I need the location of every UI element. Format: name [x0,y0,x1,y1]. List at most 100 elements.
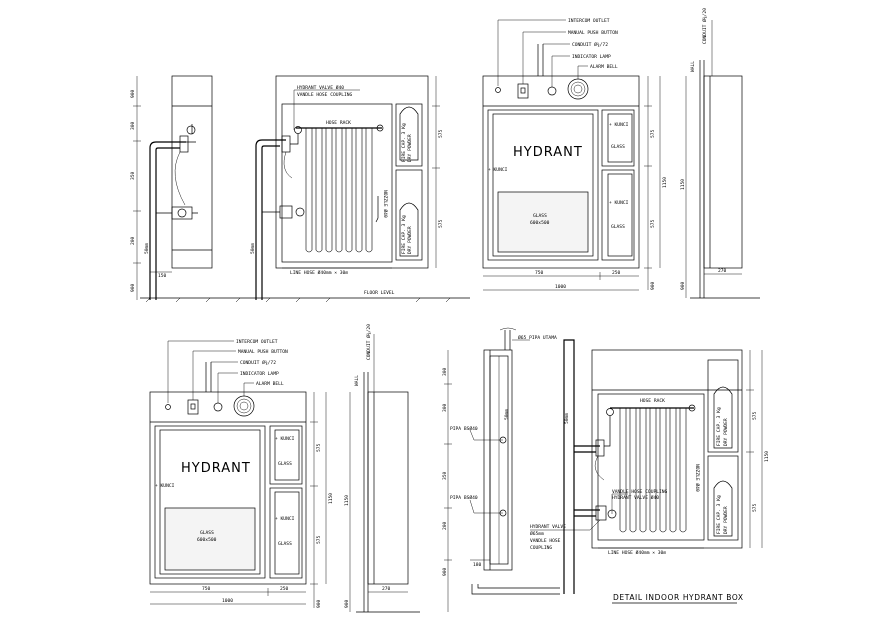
dim-label: 300 [442,367,448,376]
dim-label: 575 [650,129,656,138]
conduit-vert-label: CONDUIT Ø¾/20 [365,324,372,360]
push-button-icon [187,399,199,415]
glass-label: GLASS [611,144,625,150]
dry-powder-label: DRY POWDER [407,134,413,162]
dim-label: 350 [130,171,136,180]
line-hose-label: LINE HOSE Ø40mm × 30m [290,269,348,276]
intercom-label: INTERCOM OUTLET [236,339,278,345]
glass-label: GLASS [611,224,625,230]
wall-label: WALL [690,61,696,72]
hydrant-title: HYDRANT [181,461,251,476]
intercom-icon [495,87,501,93]
dim-label: 575 [438,219,444,228]
dim-label: 575 [316,535,322,544]
vandle-hose-label: VANDLE HOSE [530,538,561,544]
pipa-label: PIPA BSØ40 [450,425,478,432]
glass-label: GLASS [278,461,292,467]
pipe-riser-detail: PIPA BSØ40 PIPA BSØ40 Ø65 PIPA UTAMA 50m… [442,327,560,612]
front-elevation-top: HYDRANT + KUNCI GLASS 600x500 + KUNCI GL… [482,18,668,291]
conduit-label: CONDUIT Ø¾/72 [240,359,276,366]
dim-label: 575 [752,411,758,420]
floor-level-label: FLOOR LEVEL [364,290,395,296]
dim-label: 270 [382,586,391,592]
glass-label: GLASS [278,541,292,547]
dim-label: 900 [650,281,656,290]
lamp-label: INDICATOR LAMP [572,54,611,60]
dim-label: 1150 [328,493,334,504]
diameter-label: Ø65mm [530,530,544,537]
kunci-label: + KUNCI [609,122,629,128]
nozzle-label: NOZZLE Ø40 [382,190,389,218]
alarm-label: ALARM BELL [590,64,618,70]
hydrant-valve-label: HYDRANT VALVE Ø40 [612,494,659,501]
coupling-label: COUPLING [530,545,552,551]
dim-label: 900 [344,599,350,608]
dim-label: 50mm [504,409,510,420]
kunci-label: + KUNCI [488,167,508,173]
dim-label: 1150 [344,495,350,506]
glass-label: GLASS [533,213,547,219]
hydrant-title: HYDRANT [513,145,583,160]
dim-label: 50mm [564,413,570,424]
dim-label: 250 [612,270,621,276]
fire-cap-label: FIRE CAP. 3 Kg [401,215,407,254]
wall-section-top: CONDUIT Ø¾/20 WALL 1150 900 270 [680,8,760,299]
dim-label: 575 [316,443,322,452]
fire-cap-label: FIRE CAP. 3 Kg [716,495,722,534]
dim-label: 575 [650,219,656,228]
kunci-label: + KUNCI [155,483,175,489]
dim-label: 900 [316,599,322,608]
hose-rack-label: HOSE RACK [640,398,665,404]
kunci-label: + KUNCI [609,200,629,206]
hydrant-valve-label: HYDRANT VALVE [530,524,566,530]
nozzle-label: NOZZLE Ø40 [694,464,701,492]
front-elevation-bottom: HYDRANT + KUNCI GLASS 600x500 + KUNCI GL… [149,339,334,608]
dim-label: 300 [442,403,448,412]
dim-label: 270 [718,268,727,274]
intercom-icon [165,404,171,410]
glass-size-label: 600x500 [197,537,217,543]
conduit-label: CONDUIT Ø¾/72 [572,41,608,48]
fire-cap-label: FIRE CAP. 3 Kg [716,407,722,446]
dim-label: 1150 [680,179,686,190]
dry-powder-label: DRY POWDER [407,226,413,254]
main-pipe-label: Ø65 PIPA UTAMA [518,334,557,341]
dim-chain-view-1: 900 300 350 200 900 50mm 150 [130,76,172,300]
dry-powder-label: DRY POWDER [723,418,729,446]
kunci-label: + KUNCI [275,436,295,442]
fire-cap-label: FIRE CAP. 3 Kg [401,123,407,162]
dim-label: 50mm [144,243,150,254]
pipa-label: PIPA BSØ40 [450,494,478,501]
dim-label: 900 [680,281,686,290]
dim-label: 200 [442,521,448,530]
dim-label: 350 [442,471,448,480]
dim-label: 900 [130,283,136,292]
vandle-hose-label: VANDLE HOSE COUPLING [612,489,668,495]
push-button-icon [517,83,529,99]
hose-rack-view-bottom: FIRE CAP. 3 Kg DRY POWDER FIRE CAP. 3 Kg… [530,339,770,594]
dim-label: 1150 [662,177,668,188]
dim-label: 575 [438,129,444,138]
vandle-hose-label: VANDLE HOSE COUPLING [297,92,353,98]
push-button-label: MANUAL PUSH BUTTON [568,30,618,36]
kunci-label: + KUNCI [275,516,295,522]
dim-label: 750 [202,586,211,592]
drawing-title: DETAIL INDOOR HYDRANT BOX [612,593,744,604]
dim-label: 900 [130,89,136,98]
line-hose-label: LINE HOSE Ø40mm × 30m [608,549,666,556]
lamp-label: INDICATOR LAMP [240,371,279,377]
dim-label: 180 [473,562,482,568]
detail-title: DETAIL INDOOR HYDRANT BOX [613,593,744,602]
push-button-label: MANUAL PUSH BUTTON [238,349,288,355]
dim-label: 750 [535,270,544,276]
hose-coils-bottom [619,408,687,533]
alarm-label: ALARM BELL [256,381,284,387]
dim-label: 1150 [764,451,770,462]
dim-label: 150 [158,273,167,279]
wall-section-bottom: CONDUIT Ø¾/20 WALL 1150 900 270 [344,324,420,613]
dim-label: 900 [442,567,448,576]
dim-label: 1000 [555,284,566,290]
glass-size-label: 600x500 [530,220,550,226]
conduit-vert-label: CONDUIT Ø¾/20 [701,8,708,44]
